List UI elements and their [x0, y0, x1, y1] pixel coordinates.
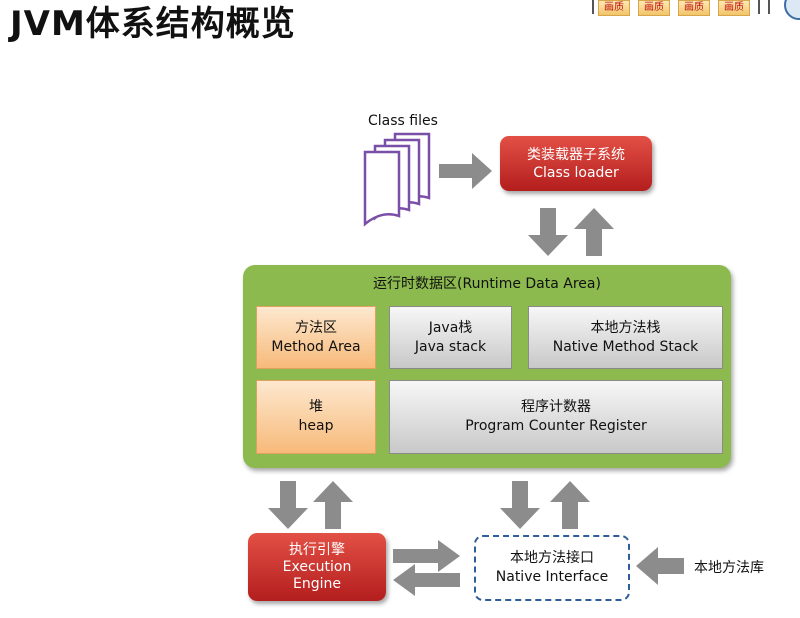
arrow-right-icon: [393, 540, 460, 572]
arrow-down-icon: [268, 481, 308, 529]
quality-button-2[interactable]: 画质: [638, 0, 670, 16]
native-interface-zh-label: 本地方法接口: [510, 550, 594, 566]
quality-button-4[interactable]: 画质: [718, 0, 750, 16]
native-library-label: 本地方法库: [694, 560, 764, 576]
arrow-up-icon: [550, 481, 590, 529]
arrow-up-icon: [313, 481, 353, 529]
java-stack-box: Java栈 Java stack: [389, 306, 512, 369]
method-area-zh-label: 方法区: [295, 319, 337, 336]
native-method-stack-en-label: Native Method Stack: [552, 338, 699, 355]
execution-engine-box: 执行引擎 Execution Engine: [248, 533, 386, 601]
toolbar-separator: [592, 0, 594, 14]
arrow-up-icon: [574, 208, 614, 256]
execution-engine-zh-label: 执行引擎: [289, 541, 345, 558]
native-interface-box: 本地方法接口 Native Interface: [474, 535, 630, 601]
class-files-icon: [363, 132, 431, 227]
pc-register-en-label: Program Counter Register: [465, 418, 647, 434]
class-loader-en-label: Class loader: [533, 164, 619, 181]
runtime-data-area: 运行时数据区(Runtime Data Area) 方法区 Method Are…: [243, 265, 731, 468]
toolbar-separator: [768, 0, 770, 14]
execution-engine-en-label-1: Execution: [282, 558, 352, 575]
program-counter-register-box: 程序计数器 Program Counter Register: [389, 380, 723, 454]
toolbar: 画质 画质 画质 画质: [592, 0, 800, 20]
arrow-down-icon: [500, 481, 540, 529]
java-stack-zh-label: Java栈: [428, 319, 473, 336]
quality-button-3[interactable]: 画质: [678, 0, 710, 16]
arrow-right-icon: [439, 153, 492, 189]
method-area-box: 方法区 Method Area: [256, 306, 376, 369]
runtime-data-area-title: 运行时数据区(Runtime Data Area): [373, 276, 601, 292]
heap-zh-label: 堆: [309, 399, 323, 415]
arrow-left-icon: [636, 547, 684, 585]
native-method-stack-box: 本地方法栈 Native Method Stack: [528, 306, 723, 369]
arrow-left-icon: [393, 564, 460, 596]
native-method-stack-zh-label: 本地方法栈: [590, 319, 661, 336]
class-files-label: Class files: [368, 113, 438, 129]
heap-box: 堆 heap: [256, 380, 376, 454]
toolbar-separator: [758, 0, 760, 14]
execution-engine-en-label-2: Engine: [293, 575, 341, 592]
quality-button-1[interactable]: 画质: [598, 0, 630, 16]
class-loader-box: 类装载器子系统 Class loader: [500, 136, 652, 191]
method-area-en-label: Method Area: [271, 338, 361, 355]
page-title: JVM体系结构概览: [10, 4, 296, 44]
arrow-down-icon: [528, 208, 568, 256]
heap-en-label: heap: [298, 418, 334, 434]
java-stack-en-label: Java stack: [414, 338, 487, 355]
class-loader-zh-label: 类装载器子系统: [527, 146, 625, 163]
pc-register-zh-label: 程序计数器: [521, 399, 591, 415]
native-interface-en-label: Native Interface: [495, 569, 609, 585]
